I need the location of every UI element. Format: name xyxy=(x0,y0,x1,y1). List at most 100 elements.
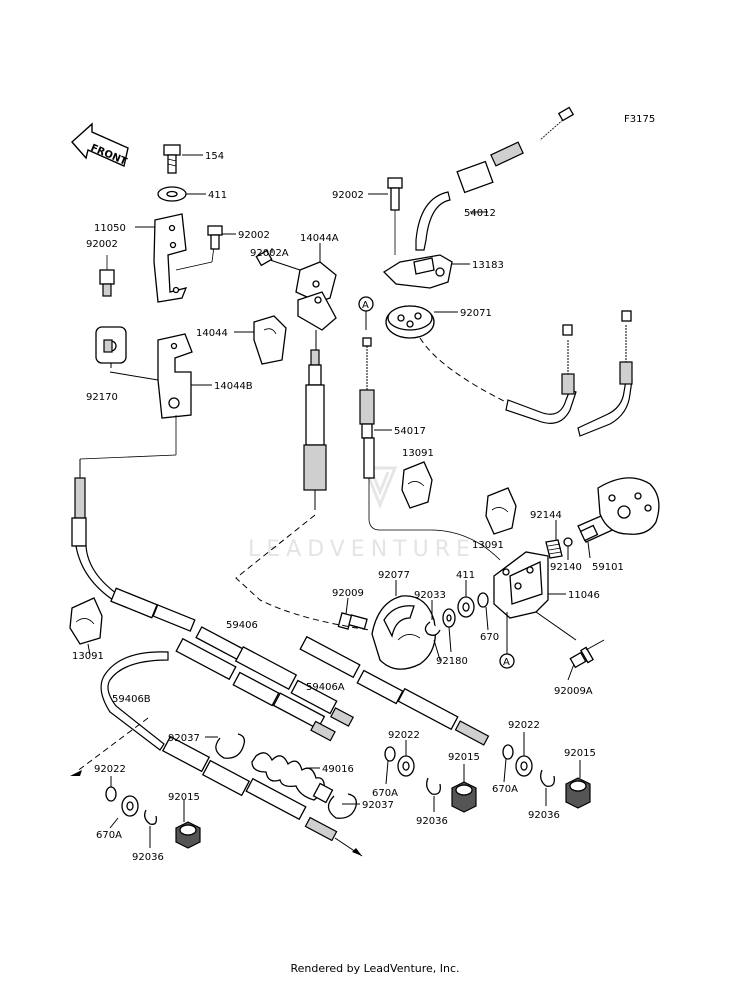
label-92022-right: 92022 xyxy=(508,720,540,731)
label-670A-right: 670A xyxy=(492,784,518,795)
bolt-92002-right xyxy=(387,177,403,255)
clamp-13091-left xyxy=(69,597,103,645)
cable-left-lower xyxy=(71,459,196,632)
label-92036-left: 92036 xyxy=(132,852,164,863)
label-92140: 92140 xyxy=(550,562,582,573)
washer-92022-mid xyxy=(397,755,415,777)
clamp-13091-right xyxy=(485,487,517,535)
label-59101: 59101 xyxy=(592,562,624,573)
ref-marker-a-top-label: A xyxy=(362,300,369,311)
clamp-13091-center xyxy=(401,461,433,509)
reference-marker-a-bottom: A xyxy=(499,612,515,669)
clip-14044 xyxy=(253,315,287,365)
washer-92180 xyxy=(442,608,456,628)
spring-92144 xyxy=(545,539,563,559)
label-13091-center: 13091 xyxy=(402,448,434,459)
knob-92077 xyxy=(371,595,437,670)
washer-92022-right xyxy=(515,755,533,777)
label-411-top: 411 xyxy=(208,190,227,201)
label-92015-right: 92015 xyxy=(564,748,596,759)
clip-92037-upper xyxy=(215,733,246,759)
reference-marker-a-top: A xyxy=(358,296,374,330)
oring-670A-left xyxy=(105,786,117,802)
label-92015-mid: 92015 xyxy=(448,752,480,763)
label-670A-mid: 670A xyxy=(372,788,398,799)
label-92036-right: 92036 xyxy=(528,810,560,821)
label-59406B: 59406B xyxy=(112,694,151,705)
cable-54017-sheath-left xyxy=(303,330,327,510)
nut-92002-left xyxy=(99,269,115,297)
watermark-logo: LEADVENTURE xyxy=(248,466,470,562)
footer-credit: Rendered by LeadVenture, Inc. xyxy=(290,962,460,975)
bracket-14044A xyxy=(295,261,337,331)
bracket-14044B xyxy=(157,333,193,419)
cable-54017 xyxy=(359,337,501,561)
label-14044A: 14044A xyxy=(300,233,339,244)
bolt-154 xyxy=(163,144,181,174)
grommet-92170 xyxy=(95,326,127,364)
label-92077: 92077 xyxy=(378,570,410,581)
ball-92140 xyxy=(563,537,573,547)
label-59406: 59406 xyxy=(226,620,258,631)
oring-670 xyxy=(477,592,489,608)
cable-59406A xyxy=(299,635,490,746)
label-92071: 92071 xyxy=(460,308,492,319)
lockwasher-92036-mid xyxy=(426,777,441,795)
cable-54012 xyxy=(415,106,575,251)
label-92002A: 92002A xyxy=(250,248,289,259)
diagram-code: F3175 xyxy=(624,114,655,125)
label-92022-mid: 92022 xyxy=(388,730,420,741)
lockwasher-92036-left xyxy=(144,809,158,825)
screw-92009A xyxy=(569,639,605,669)
label-92015-left: 92015 xyxy=(168,792,200,803)
grommet-92071 xyxy=(385,305,435,339)
label-92002-right: 92002 xyxy=(332,190,364,201)
label-92037-lower: 92037 xyxy=(362,800,394,811)
nut-92015-left xyxy=(175,821,201,849)
part-number-labels: 154 411 11050 92002 92002 92002A 14044A … xyxy=(72,151,624,863)
bracket-11050 xyxy=(153,213,188,303)
label-411-mid: 411 xyxy=(456,570,475,581)
cable-59406 xyxy=(195,626,354,727)
boot-49016 xyxy=(251,752,334,804)
bolt-92002A xyxy=(255,249,301,271)
washer-411-mid xyxy=(457,596,475,618)
label-11046: 11046 xyxy=(568,590,600,601)
nut-92015-mid xyxy=(451,781,477,813)
label-92022-left: 92022 xyxy=(94,764,126,775)
label-92002-left: 92002 xyxy=(86,239,118,250)
label-59406A: 59406A xyxy=(306,682,345,693)
cable-ends-right xyxy=(505,310,633,437)
label-13091-right: 13091 xyxy=(472,540,504,551)
label-154: 154 xyxy=(205,151,224,162)
label-92009: 92009 xyxy=(332,588,364,599)
bolt-92002-top xyxy=(207,225,223,250)
label-92144: 92144 xyxy=(530,510,562,521)
washer-92022-left xyxy=(121,795,139,817)
oring-670A-right xyxy=(502,744,514,760)
clip-92037-lower xyxy=(327,793,357,819)
label-92002-top: 92002 xyxy=(238,230,270,241)
label-670A-left: 670A xyxy=(96,830,122,841)
label-92170: 92170 xyxy=(86,392,118,403)
ref-marker-a-bottom-label: A xyxy=(503,657,510,668)
label-92180: 92180 xyxy=(436,656,468,667)
label-92037-upper: 92037 xyxy=(168,733,200,744)
lever-59101 xyxy=(577,477,660,543)
front-arrow-icon: FRONT xyxy=(71,122,129,168)
label-13091-left: 13091 xyxy=(72,651,104,662)
label-92009A: 92009A xyxy=(554,686,593,697)
label-14044B: 14044B xyxy=(214,381,253,392)
label-670: 670 xyxy=(480,632,499,643)
label-14044: 14044 xyxy=(196,328,228,339)
plate-13183 xyxy=(382,254,453,289)
label-11050: 11050 xyxy=(94,223,126,234)
label-54017: 54017 xyxy=(394,426,426,437)
oring-670A-mid xyxy=(384,746,396,762)
nut-92015-right xyxy=(565,777,591,809)
label-49016: 49016 xyxy=(322,764,354,775)
label-54012: 54012 xyxy=(464,208,496,219)
lockwasher-92036-right xyxy=(540,769,555,787)
